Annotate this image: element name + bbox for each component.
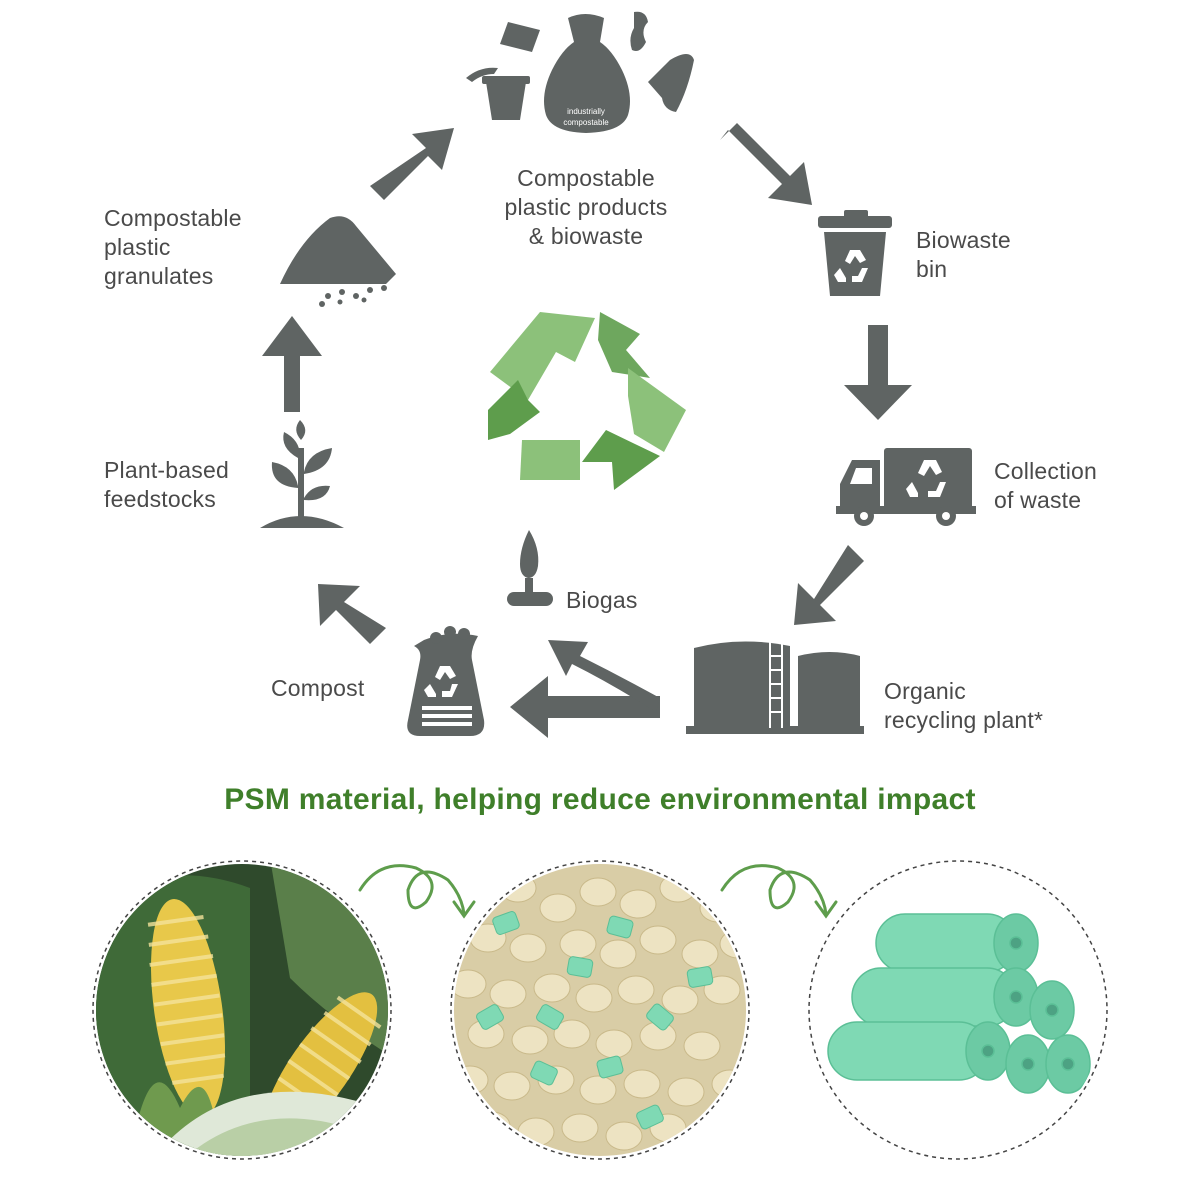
truck-label-line2: of waste [994,487,1082,513]
granules-photo [450,860,750,1160]
headline: PSM material, helping reduce environment… [224,783,976,816]
compostable-products-icon: industrially compostable [466,11,694,133]
connector-arrow-1 [358,864,476,919]
products-label: Compostable plastic products & biowaste [470,164,702,251]
plant-label-line2: recycling plant* [884,707,1044,733]
recycling-plant-icon [686,641,864,734]
bag-text-1: industrially [567,107,605,116]
arrow-to-bin [720,123,812,205]
collection-truck-icon [836,448,976,526]
recycle-symbol-icon [488,312,686,490]
bag-text-2: compostable [563,118,609,127]
bag-rolls-photo [808,860,1108,1160]
arrow-to-plant [794,545,864,625]
feedstock-label-line1: Plant-based [104,457,229,483]
bin-label-line1: Biowaste [916,227,1011,253]
arrow-to-biogas [548,640,660,712]
arrow-to-products [370,128,454,200]
arrow-to-granulates [262,316,322,412]
bin-label-line2: bin [916,256,948,282]
biogas-label: Biogas [566,587,638,613]
feedstock-label-line2: feedstocks [104,486,216,512]
truck-label: Collection of waste [994,457,1097,515]
bin-label: Biowaste bin [916,226,1011,284]
products-label-line3: & biowaste [528,223,644,249]
compost-bag-icon [407,626,485,736]
granulates-label-line1: Compostable [104,205,242,231]
truck-label-line1: Collection [994,458,1097,484]
feedstock-label: Plant-based feedstocks [104,456,229,514]
connector-arrow-2 [720,864,838,919]
plant-label-line1: Organic [884,678,966,704]
granulates-label: Compostable plastic granulates [104,204,242,291]
biowaste-bin-icon [818,210,892,296]
granulates-label-line2: plastic [104,234,171,260]
arrow-to-compost [510,676,660,738]
seedling-icon [260,420,344,528]
products-label-line2: plastic products [504,194,668,220]
granulates-label-line3: granulates [104,263,214,289]
biogas-flame-icon [507,530,553,606]
compost-label: Compost [271,675,365,701]
arrow-to-feedstocks [318,584,386,644]
arrow-to-truck [844,325,912,420]
products-label-line1: Compostable [517,165,655,191]
plant-label: Organic recycling plant* [884,677,1043,735]
granulates-pile-icon [280,216,396,307]
corn-photo [92,860,392,1160]
